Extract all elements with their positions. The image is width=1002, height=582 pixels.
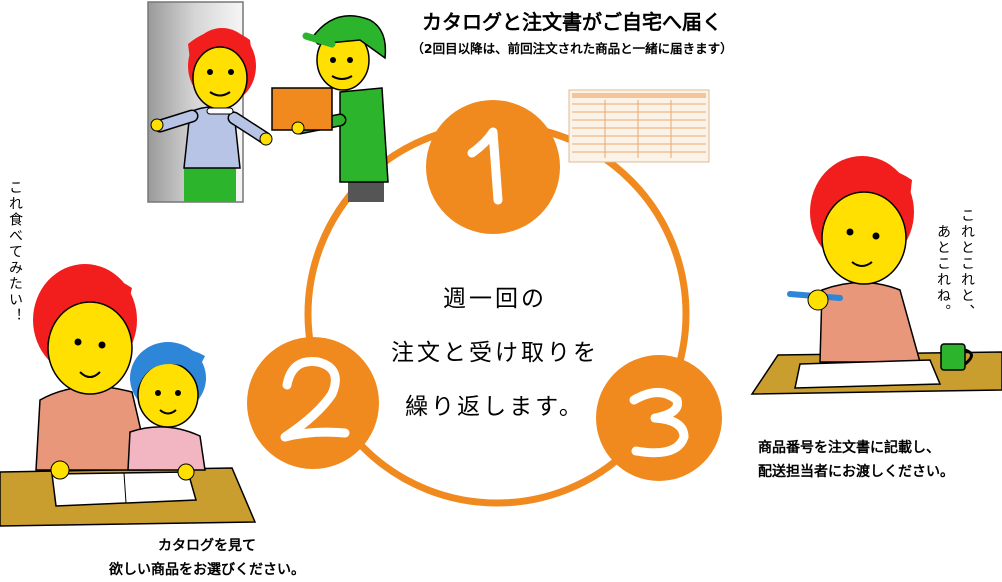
catalog-reading-scene <box>0 264 257 527</box>
step-3-badge <box>596 355 722 481</box>
step-3-caption-line-2: 配送担当者にお渡しください。 <box>758 464 954 480</box>
header-title: カタログと注文書がご自宅へ届く <box>422 10 722 34</box>
mug <box>940 343 973 371</box>
cycle-line-1: 週一回の <box>443 286 547 312</box>
cycle-description: 週一回の 注文と受け取りを 繰り返します。 <box>330 272 660 434</box>
cycle-line-2: 注文と受け取りを <box>391 340 599 366</box>
step-2-caption-line-2: 欲しい商品をお選びください。 <box>109 562 305 578</box>
delivery-person <box>271 15 389 202</box>
header-subtitle: （2回目以降は、前回注文された商品と一緒に届きます） <box>411 41 733 56</box>
step-2-badge <box>247 337 379 469</box>
speech-right-line-2: あとこれね。 <box>935 224 951 320</box>
step-2-caption: カタログを見て 欲しい商品をお選びください。 <box>62 534 352 582</box>
cycle-line-3: 繰り返します。 <box>405 394 585 420</box>
open-catalog <box>51 471 197 507</box>
step-1-badge <box>426 100 560 234</box>
order-writing-scene <box>750 156 1002 395</box>
woman-at-door <box>150 28 273 202</box>
speech-right-line-1: これとこれと、 <box>959 208 975 320</box>
delivery-scene <box>147 1 389 203</box>
order-sheet <box>794 359 942 389</box>
step-2-caption-line-1: カタログを見て <box>158 538 256 554</box>
speech-left: これ食べてみたい！ <box>7 180 23 324</box>
order-form-thumbnail <box>568 89 710 163</box>
step-3-caption-line-1: 商品番号を注文書に記載し、 <box>758 440 940 456</box>
step-3-caption: 商品番号を注文書に記載し、 配送担当者にお渡しください。 <box>758 436 998 484</box>
